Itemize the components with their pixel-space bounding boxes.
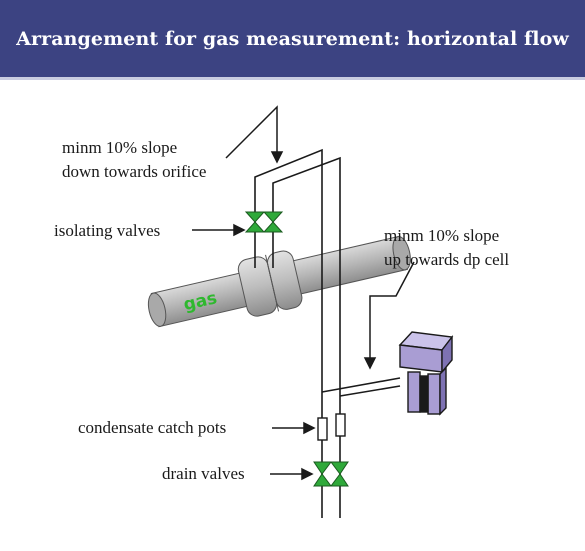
label-isolating-valves: isolating valves bbox=[54, 221, 160, 240]
annotation-arrows bbox=[192, 105, 415, 481]
dp-cell-connection bbox=[321, 377, 401, 397]
title-bar: Arrangement for gas measurement: horizon… bbox=[0, 0, 585, 80]
orifice-flange bbox=[237, 250, 303, 317]
horizontal-gas-pipe: gas bbox=[147, 235, 411, 328]
condensate-catch-pots bbox=[317, 413, 346, 441]
isolating-valves bbox=[244, 211, 284, 233]
label-condensate-catch-pots: condensate catch pots bbox=[78, 418, 226, 437]
drain-valves bbox=[313, 461, 349, 487]
label-drain-valves: drain valves bbox=[162, 464, 245, 483]
label-slope-up-line1: minm 10% slope bbox=[384, 226, 499, 245]
dp-cell bbox=[398, 331, 454, 416]
label-slope-down-line2: down towards orifice bbox=[62, 162, 206, 181]
label-slope-down-line1: minm 10% slope bbox=[62, 138, 177, 157]
slide-title: Arrangement for gas measurement: horizon… bbox=[16, 27, 569, 50]
impulse-line-left bbox=[254, 148, 323, 518]
label-slope-up-line2: up towards dp cell bbox=[384, 250, 509, 269]
